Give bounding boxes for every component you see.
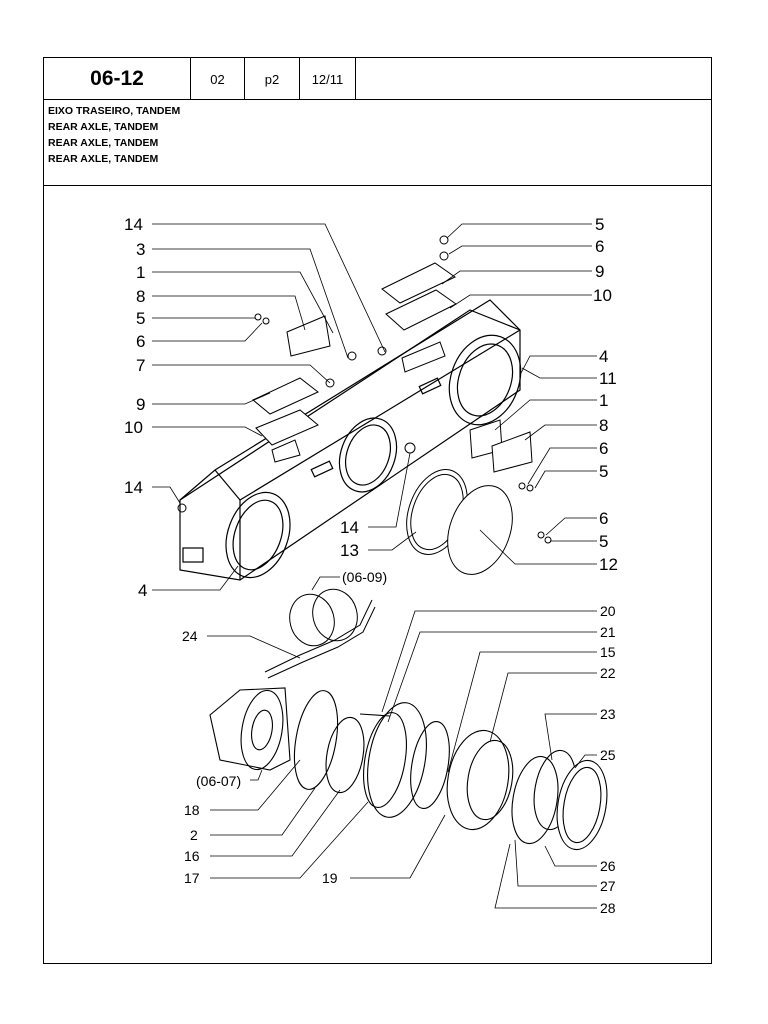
label-6: 6 [136, 332, 145, 351]
label-16: 16 [184, 848, 200, 864]
label-13: 13 [340, 541, 359, 560]
label-10: 10 [124, 418, 143, 437]
label-4-left: 4 [138, 581, 147, 600]
chain-and-sprocket [264, 588, 376, 679]
label-28: 28 [600, 900, 616, 916]
label-22: 22 [600, 665, 616, 681]
header-divider [44, 99, 711, 100]
label-1-right: 1 [599, 391, 608, 410]
label-5: 5 [136, 309, 145, 328]
label-14-left: 14 [124, 478, 143, 497]
label-24: 24 [182, 628, 198, 644]
label-4-right: 4 [599, 347, 608, 366]
title-fr: REAR AXLE, TANDEM [48, 153, 159, 165]
leader-lines [152, 223, 597, 909]
label-25: 25 [600, 747, 616, 763]
label-7: 7 [136, 356, 145, 375]
label-5-right-low: 5 [599, 532, 608, 551]
label-9: 9 [136, 395, 145, 414]
title-en: REAR AXLE, TANDEM [48, 121, 159, 133]
label-5-right-top: 5 [595, 215, 604, 234]
label-10-right: 10 [593, 286, 612, 305]
axle-housing [179, 299, 522, 581]
title-divider [44, 185, 711, 186]
cover-plates [252, 262, 533, 473]
label-2: 2 [190, 827, 198, 843]
header-col-date: 12/11 [300, 58, 356, 100]
label-23: 23 [600, 706, 616, 722]
label-3: 3 [136, 240, 145, 259]
label-12: 12 [599, 555, 618, 574]
header-row: 06-12 02 p2 12/11 [44, 58, 356, 100]
label-6-right-top: 6 [595, 237, 604, 256]
label-26: 26 [600, 858, 616, 874]
label-17: 17 [184, 870, 200, 886]
label-9-right: 9 [595, 262, 604, 281]
label-1: 1 [136, 263, 145, 282]
header-col-p2: p2 [245, 58, 300, 100]
label-27: 27 [600, 878, 616, 894]
label-8: 8 [136, 287, 145, 306]
label-21: 21 [600, 624, 616, 640]
label-6-right-mid: 6 [599, 439, 608, 458]
header-col-02: 02 [191, 58, 245, 100]
label-19: 19 [322, 870, 338, 886]
hub-and-bearings [209, 687, 608, 851]
label-15: 15 [600, 644, 616, 660]
title-es: REAR AXLE, TANDEM [48, 137, 159, 149]
title-pt: EIXO TRASEIRO, TANDEM [48, 105, 181, 117]
label-14: 14 [124, 215, 143, 234]
label-18: 18 [184, 802, 200, 818]
label-14-center: 14 [340, 518, 359, 537]
label-8-right: 8 [599, 416, 608, 435]
label-6-right-low: 6 [599, 509, 608, 528]
title-block: EIXO TRASEIRO, TANDEM REAR AXLE, TANDEM … [48, 103, 180, 167]
ref-06-07: (06-07) [196, 773, 241, 789]
callout-labels: 14 3 1 8 5 6 7 9 10 14 4 5 6 9 10 4 11 1… [124, 215, 618, 916]
page-frame: 06-12 02 p2 12/11 EIXO TRASEIRO, TANDEM … [43, 57, 712, 964]
label-5-right-mid: 5 [599, 462, 608, 481]
section-code: 06-12 [44, 58, 191, 100]
ref-06-09: (06-09) [342, 569, 387, 585]
label-20: 20 [600, 603, 616, 619]
label-11: 11 [599, 369, 617, 388]
